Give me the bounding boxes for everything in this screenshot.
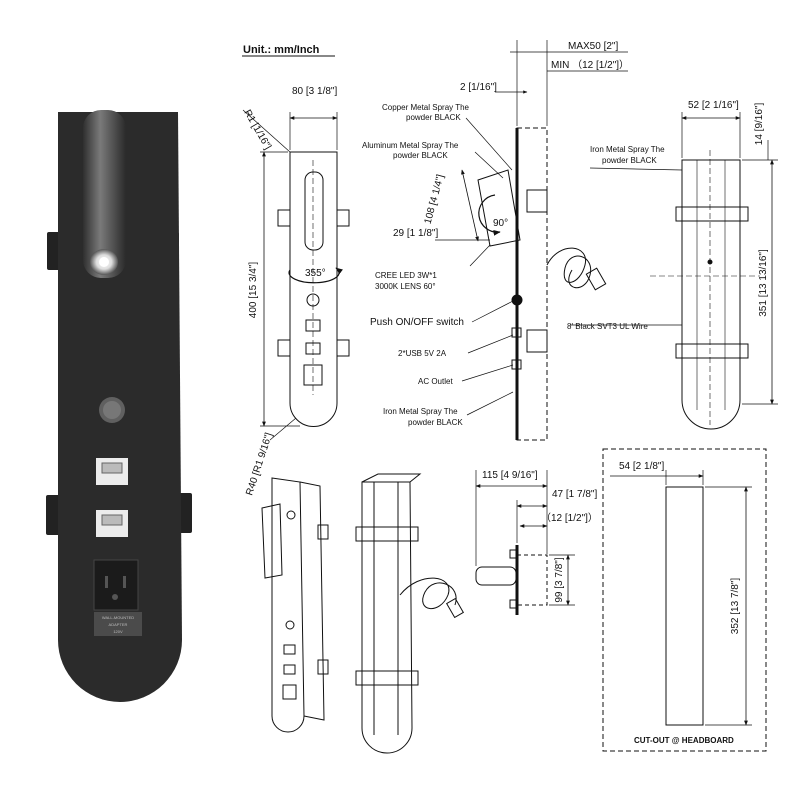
side-tilt-angle: 90° [493, 218, 508, 229]
callout-usb: 2*USB 5V 2A [398, 349, 447, 358]
callout-led-line-1: CREE LED 3W*1 [375, 271, 437, 280]
back-bracket-dim: 14 [9/16"] [754, 103, 765, 146]
iso-front-view [261, 477, 329, 733]
back-width-dim: 52 [2 1/16"] [688, 100, 739, 111]
cutout-border [602, 448, 767, 752]
rotation-arrow [288, 267, 343, 284]
front-width-dim: 80 [3 1/8"] [292, 86, 337, 97]
photo-label-line-1: WALL-MOUNTED [102, 615, 134, 620]
photo-ac-outlet [93, 559, 139, 611]
small-side-view [475, 470, 575, 615]
small-box-height: 99 [3 7/8"] [554, 557, 565, 602]
cutout-slot [665, 486, 704, 726]
side-plate-thickness: 2 [1/16"] [460, 82, 497, 93]
side-view [435, 40, 628, 441]
small-box-depth: 47 [1 7/8"] [552, 489, 597, 500]
side-lamp-head [477, 169, 521, 247]
front-lamp-head [304, 171, 324, 251]
tilt-arrow [478, 194, 501, 236]
front-radius-top: R1 [1/16"] [241, 108, 273, 152]
callout-aluminum-line-2: powder BLACK [393, 151, 448, 160]
side-head-length: 108 [4 1/4"] [423, 173, 447, 225]
side-max-depth: MAX50 [2"] [568, 41, 618, 52]
back-iron-line-2: powder BLACK [602, 156, 657, 165]
back-wire-label: 8' Black SVT3 UL Wire [567, 322, 648, 331]
small-box [516, 554, 548, 606]
callout-switch: Push ON/OFF switch [370, 317, 464, 328]
back-view [570, 112, 778, 430]
units-label: Unit.: mm/Inch [243, 44, 320, 56]
side-mount-box [516, 127, 548, 441]
front-radius-bottom: R40 [R1 9/16"] [244, 431, 275, 497]
product-photo: WALL-MOUNTED ADAPTER 120V [46, 110, 192, 702]
callout-iron-bottom-line-2: powder BLACK [408, 418, 463, 427]
side-plug [585, 267, 607, 291]
callout-aluminum-line-1: Aluminum Metal Spray The [362, 141, 459, 150]
iso-power-cord [399, 577, 457, 610]
photo-bracket-bottom-right [178, 493, 192, 533]
iso-lamp-head [261, 503, 283, 579]
side-head-diameter: 29 [1 1/8"] [393, 228, 438, 239]
callout-copper-line-2: powder BLACK [406, 113, 461, 122]
back-height-dim: 351 [13 13/16"] [758, 249, 769, 317]
small-lamp [475, 566, 517, 586]
callout-iron-bottom-line-1: Iron Metal Spray The [383, 407, 458, 416]
back-iron-line-1: Iron Metal Spray The [590, 145, 665, 154]
front-rotation-label: 355° [305, 268, 326, 279]
callout-copper-line-1: Copper Metal Spray The [382, 103, 470, 112]
front-usb-2 [305, 342, 321, 355]
back-bracket-top [675, 206, 749, 222]
iso-back-view [355, 473, 465, 754]
back-view-outline [681, 159, 741, 430]
front-switch [306, 293, 320, 307]
front-height-dim: 400 [15 3/4"] [248, 262, 259, 319]
cutout-height-dim: 352 [13 7/8"] [730, 578, 741, 635]
side-power-cord [546, 247, 607, 291]
photo-lamp-tube [83, 110, 126, 278]
front-outlet [303, 364, 323, 386]
photo-label-sticker [94, 612, 142, 636]
photo-label-line-2: ADAPTER [109, 622, 128, 627]
small-total-depth: 115 [4 9/16"] [482, 470, 538, 481]
photo-label-line-3: 120V [113, 629, 123, 634]
callout-ac-outlet: AC Outlet [418, 377, 453, 386]
photo-bracket-bottom-left [46, 495, 60, 535]
cutout-panel [602, 448, 767, 752]
front-view [242, 109, 350, 441]
back-bracket-bottom [675, 343, 749, 359]
cutout-width-dim: 54 [2 1/8"] [619, 461, 664, 472]
side-min-depth: MIN （12 [1/2"]） [551, 59, 629, 71]
callout-led-line-2: 3000K LENS 60° [375, 282, 436, 291]
front-usb-1 [305, 319, 321, 332]
cutout-caption: CUT-OUT @ HEADBOARD [634, 736, 734, 745]
small-plate-offset: （12 [1/2"]） [541, 512, 598, 524]
photo-bracket-top-left [47, 232, 61, 270]
front-view-outline [289, 151, 338, 427]
